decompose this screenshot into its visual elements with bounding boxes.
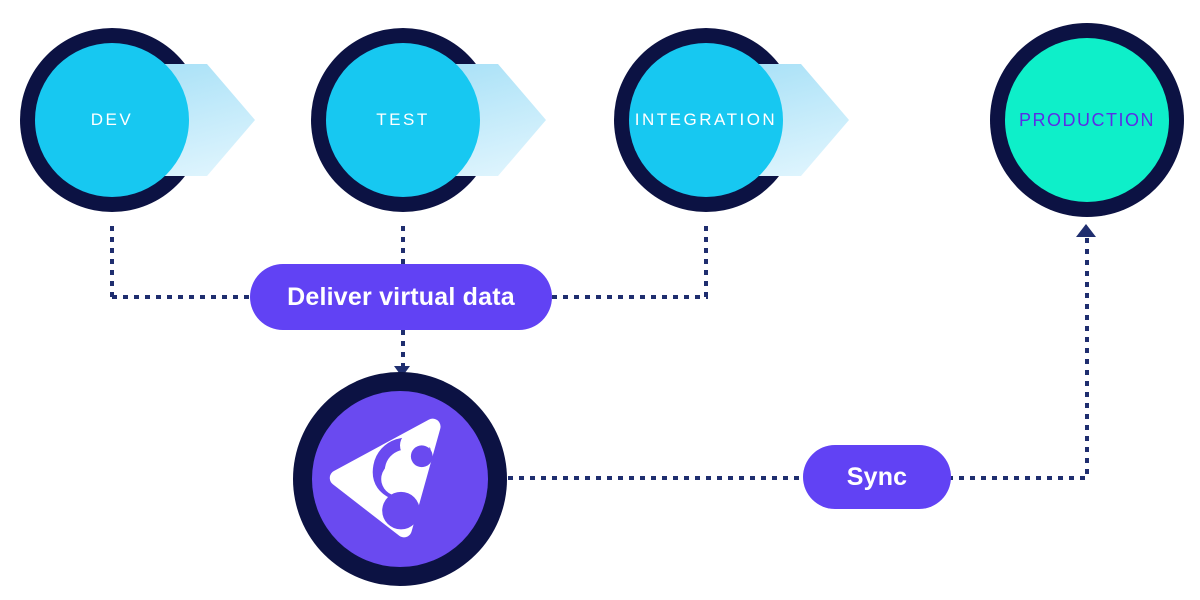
connector-dev-down <box>110 226 114 298</box>
stage-label-integration: INTEGRATION <box>634 110 778 129</box>
sync-badge: Sync <box>803 445 951 509</box>
stage-circle-dev: DEV <box>20 28 255 212</box>
stage-circle-dev-fill: DEV <box>35 43 189 197</box>
stage-circle-production-fill: PRODUCTION <box>1005 38 1169 202</box>
connector-production-vertical <box>1085 238 1089 480</box>
stage-circle-integration-fill: INTEGRATION <box>629 43 783 197</box>
stage-circle-test: TEST <box>311 28 546 212</box>
connector-integration-down <box>704 226 708 298</box>
connector-deliver-to-logo <box>401 330 405 370</box>
stage-circle-test-fill: TEST <box>326 43 480 197</box>
logo-circle <box>293 372 507 586</box>
connector-test-down <box>401 226 405 266</box>
stage-circle-production: PRODUCTION <box>990 23 1184 217</box>
stage-circle-integration: INTEGRATION <box>614 28 849 212</box>
sync-label: Sync <box>846 462 908 491</box>
deliver-virtual-data-label: Deliver virtual data <box>287 282 515 311</box>
connector-sync-horizontal <box>508 476 1088 480</box>
arrow-up-icon <box>1076 224 1096 237</box>
deliver-virtual-data-badge: Deliver virtual data <box>250 264 552 330</box>
arrow-down-icon <box>394 366 410 377</box>
delphix-swirl-logo-icon <box>311 390 489 568</box>
stage-label-dev: DEV <box>90 110 134 129</box>
stage-label-test: TEST <box>376 110 430 129</box>
stage-label-production: PRODUCTION <box>1019 109 1155 130</box>
